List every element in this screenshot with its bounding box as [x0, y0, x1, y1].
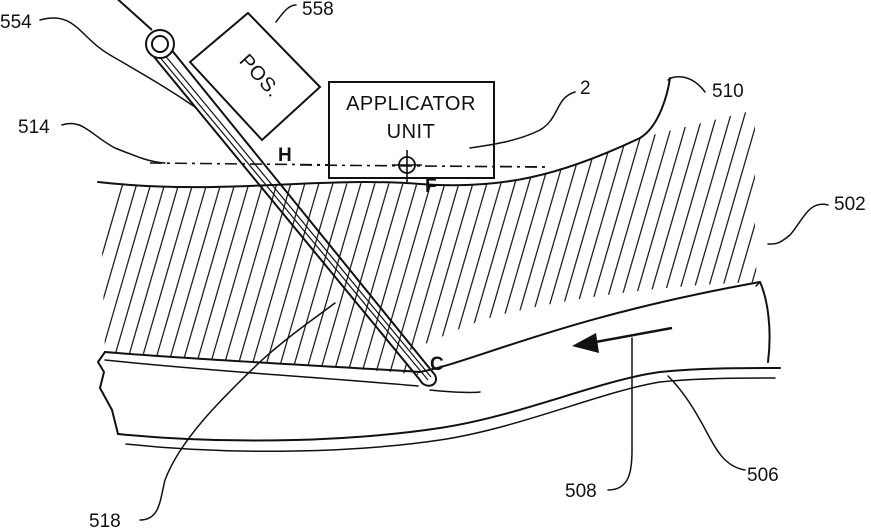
applicator-unit-line1: APPLICATOR	[346, 93, 476, 115]
hatch-line	[816, 90, 871, 400]
position-sensor-box-558: POS.	[190, 13, 320, 140]
hatch-line	[704, 90, 794, 400]
hatch-line	[592, 90, 682, 400]
hatch-line	[494, 90, 584, 400]
point-f-label: F	[425, 176, 437, 197]
ref-506: 506	[747, 465, 779, 486]
ref-508: 508	[565, 481, 597, 502]
ref-518: 518	[89, 511, 121, 531]
hatch-line	[774, 90, 864, 400]
hatch-line	[508, 90, 598, 400]
hatch-line	[690, 90, 780, 400]
hatch-line	[564, 90, 654, 400]
hatch-line	[158, 90, 248, 400]
ref-502: 502	[834, 194, 866, 215]
applicator-unit-line2: UNIT	[387, 121, 436, 143]
ref-554: 554	[0, 12, 32, 33]
hatch-line	[662, 90, 752, 400]
hatch-line	[578, 90, 668, 400]
hatch-line	[746, 90, 836, 400]
hatch-line	[802, 90, 871, 400]
ref-510: 510	[712, 81, 744, 102]
flow-arrow	[572, 328, 672, 353]
hatch-line	[550, 90, 640, 400]
hatch-line	[648, 90, 738, 400]
hatch-line	[844, 90, 871, 400]
hatch-line	[522, 90, 612, 400]
hatch-line	[858, 90, 871, 400]
hatch-line	[172, 90, 262, 400]
ref-514: 514	[18, 117, 50, 138]
applicator-unit-box: APPLICATOR UNIT	[300, 82, 545, 178]
hatch-line	[606, 90, 696, 400]
hatch-line	[130, 90, 220, 400]
hatch-line	[200, 90, 290, 400]
hatch-line	[676, 90, 766, 400]
point-h-label: H	[278, 145, 292, 166]
hatch-line	[634, 90, 724, 400]
hatch-line	[732, 90, 822, 400]
hatch-line	[718, 90, 808, 400]
hatch-line	[536, 90, 626, 400]
ref-2: 2	[580, 78, 591, 99]
hatch-line	[242, 90, 332, 400]
hatch-line	[788, 90, 871, 400]
hatch-line	[760, 90, 850, 400]
hatch-line	[830, 90, 871, 400]
point-c-label: C	[430, 354, 444, 375]
hatch-line	[620, 90, 710, 400]
ref-558: 558	[302, 0, 334, 20]
